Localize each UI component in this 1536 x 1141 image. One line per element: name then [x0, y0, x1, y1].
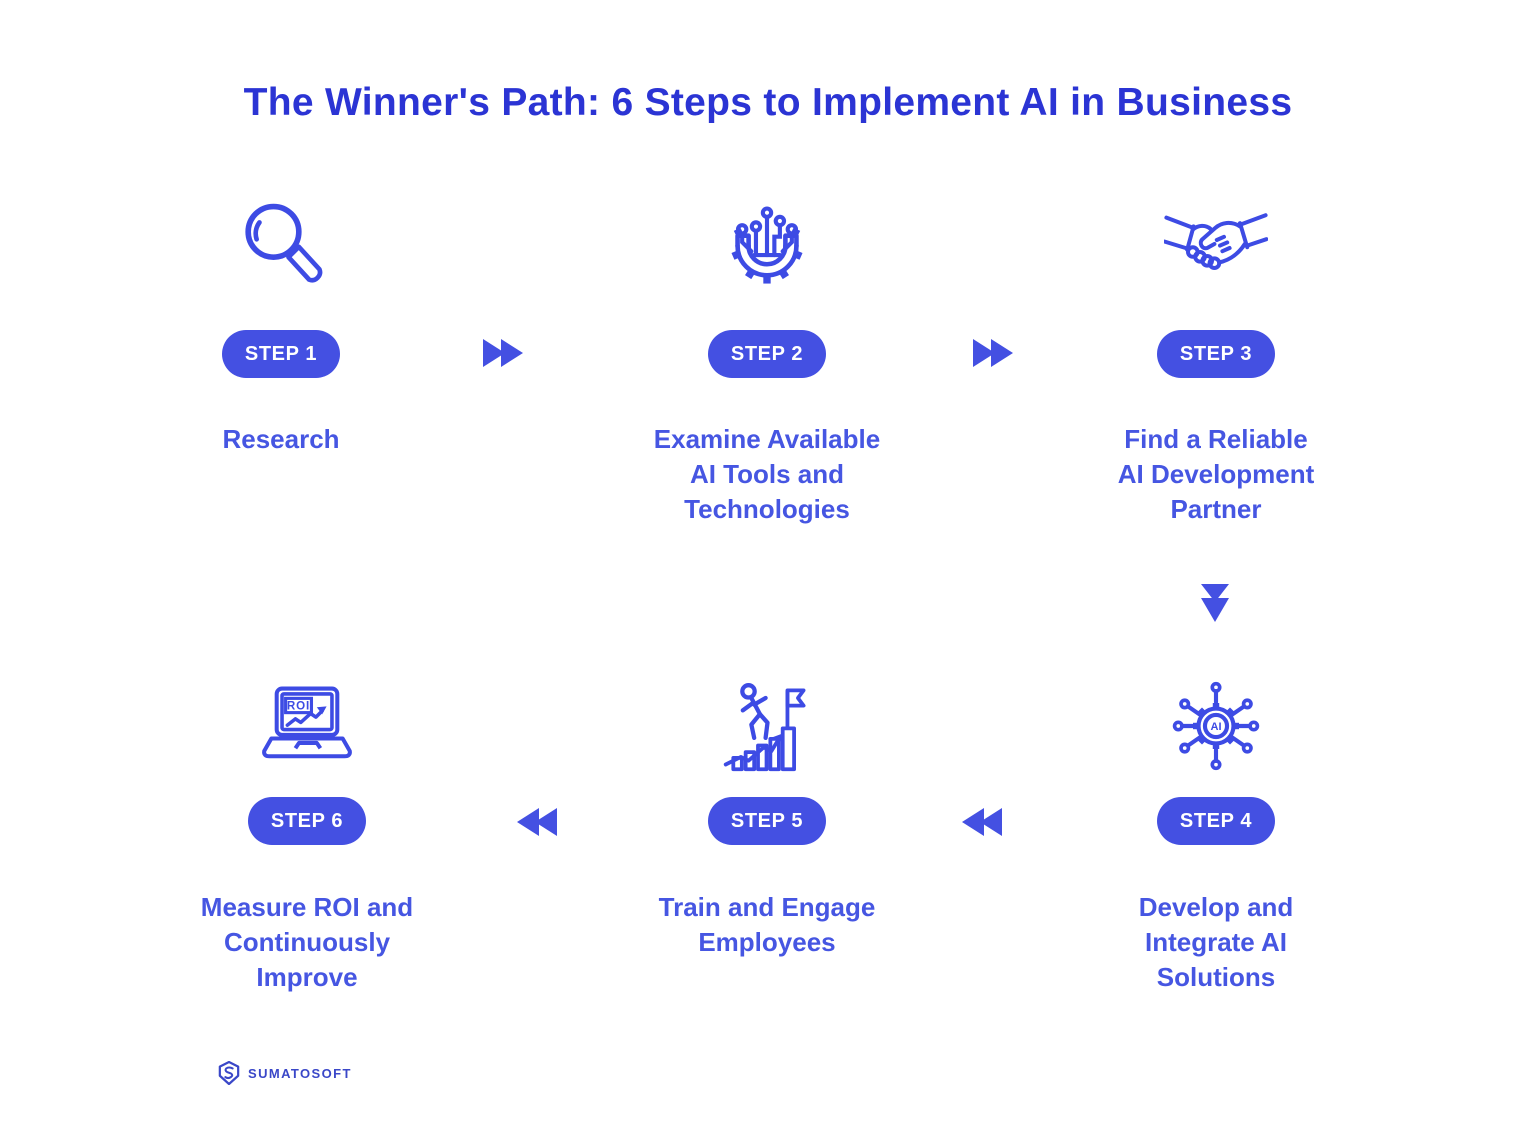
roi-icon-text: ROI — [287, 701, 310, 713]
label-line: Partner — [1170, 494, 1262, 524]
step-3-card: STEP 3 Find a Reliable AI Development Pa… — [1056, 196, 1376, 527]
step-1-badge: STEP 1 — [222, 330, 340, 378]
magnifying-glass-icon — [121, 196, 441, 292]
step-3-label: Find a Reliable AI Development Partner — [1056, 422, 1376, 527]
step-3-badge: STEP 3 — [1157, 330, 1275, 378]
fast-forward-right-icon — [971, 338, 1015, 368]
fast-forward-left-icon — [515, 807, 559, 837]
step-6-label: Measure ROI and Continuously Improve — [147, 890, 467, 995]
step-badge-label: STEP 1 — [244, 342, 318, 365]
step-badge-label: STEP 3 — [1179, 342, 1253, 365]
label-line: AI Tools and — [689, 459, 845, 489]
label-line: Employees — [698, 927, 836, 957]
step-5-label: Train and Engage Employees — [607, 890, 927, 960]
brand-name: SUMATOSOFT — [248, 1065, 352, 1081]
sumatosoft-logo: SUMATOSOFT — [218, 1061, 352, 1085]
label-line: Continuously — [223, 927, 391, 957]
ai-icon-text: AI — [1210, 721, 1221, 733]
step-2-card: STEP 2 Examine Available AI Tools and Te… — [607, 196, 927, 527]
step-badge-label: STEP 4 — [1179, 809, 1253, 832]
label-line: Develop and — [1138, 892, 1294, 922]
ai-network-gear-icon: AI — [1056, 678, 1376, 774]
step-4-label: Develop and Integrate AI Solutions — [1056, 890, 1376, 995]
label-line: Find a Reliable — [1124, 424, 1308, 454]
label-line: Examine Available — [653, 424, 881, 454]
step-4-card: AI STEP 4 Develop and Integrate AI Solut… — [1056, 678, 1376, 995]
step-2-label: Examine Available AI Tools and Technolog… — [607, 422, 927, 527]
label-line: Solutions — [1156, 962, 1276, 992]
label-line: Measure ROI and — [200, 892, 414, 922]
label-line: Technologies — [684, 494, 850, 524]
step-badge-label: STEP 6 — [270, 809, 344, 832]
step-badge-label: STEP 2 — [730, 342, 804, 365]
handshake-icon — [1056, 196, 1376, 292]
label-line: Train and Engage — [658, 892, 876, 922]
sumatosoft-shield-icon — [218, 1061, 240, 1085]
step-badge-label: STEP 5 — [730, 809, 804, 832]
fast-forward-down-icon — [1200, 582, 1230, 624]
fast-forward-left-icon — [960, 807, 1004, 837]
career-growth-icon — [607, 678, 927, 774]
step-5-badge: STEP 5 — [708, 797, 826, 845]
label-line: Research — [222, 424, 340, 454]
step-6-card: ROI STEP 6 Measure ROI and Continuously … — [147, 678, 467, 995]
label-line: Improve — [256, 962, 358, 992]
step-4-badge: STEP 4 — [1157, 797, 1275, 845]
fast-forward-right-icon — [481, 338, 525, 368]
step-5-card: STEP 5 Train and Engage Employees — [607, 678, 927, 960]
page-title: The Winner's Path: 6 Steps to Implement … — [243, 81, 1293, 125]
step-2-badge: STEP 2 — [708, 330, 826, 378]
label-line: AI Development — [1117, 459, 1315, 489]
gear-circuit-icon — [607, 196, 927, 292]
roi-laptop-icon: ROI — [147, 678, 467, 774]
step-1-label: Research — [121, 422, 441, 457]
label-line: Integrate AI — [1144, 927, 1288, 957]
step-6-badge: STEP 6 — [248, 797, 366, 845]
step-1-card: STEP 1 Research — [121, 196, 441, 457]
